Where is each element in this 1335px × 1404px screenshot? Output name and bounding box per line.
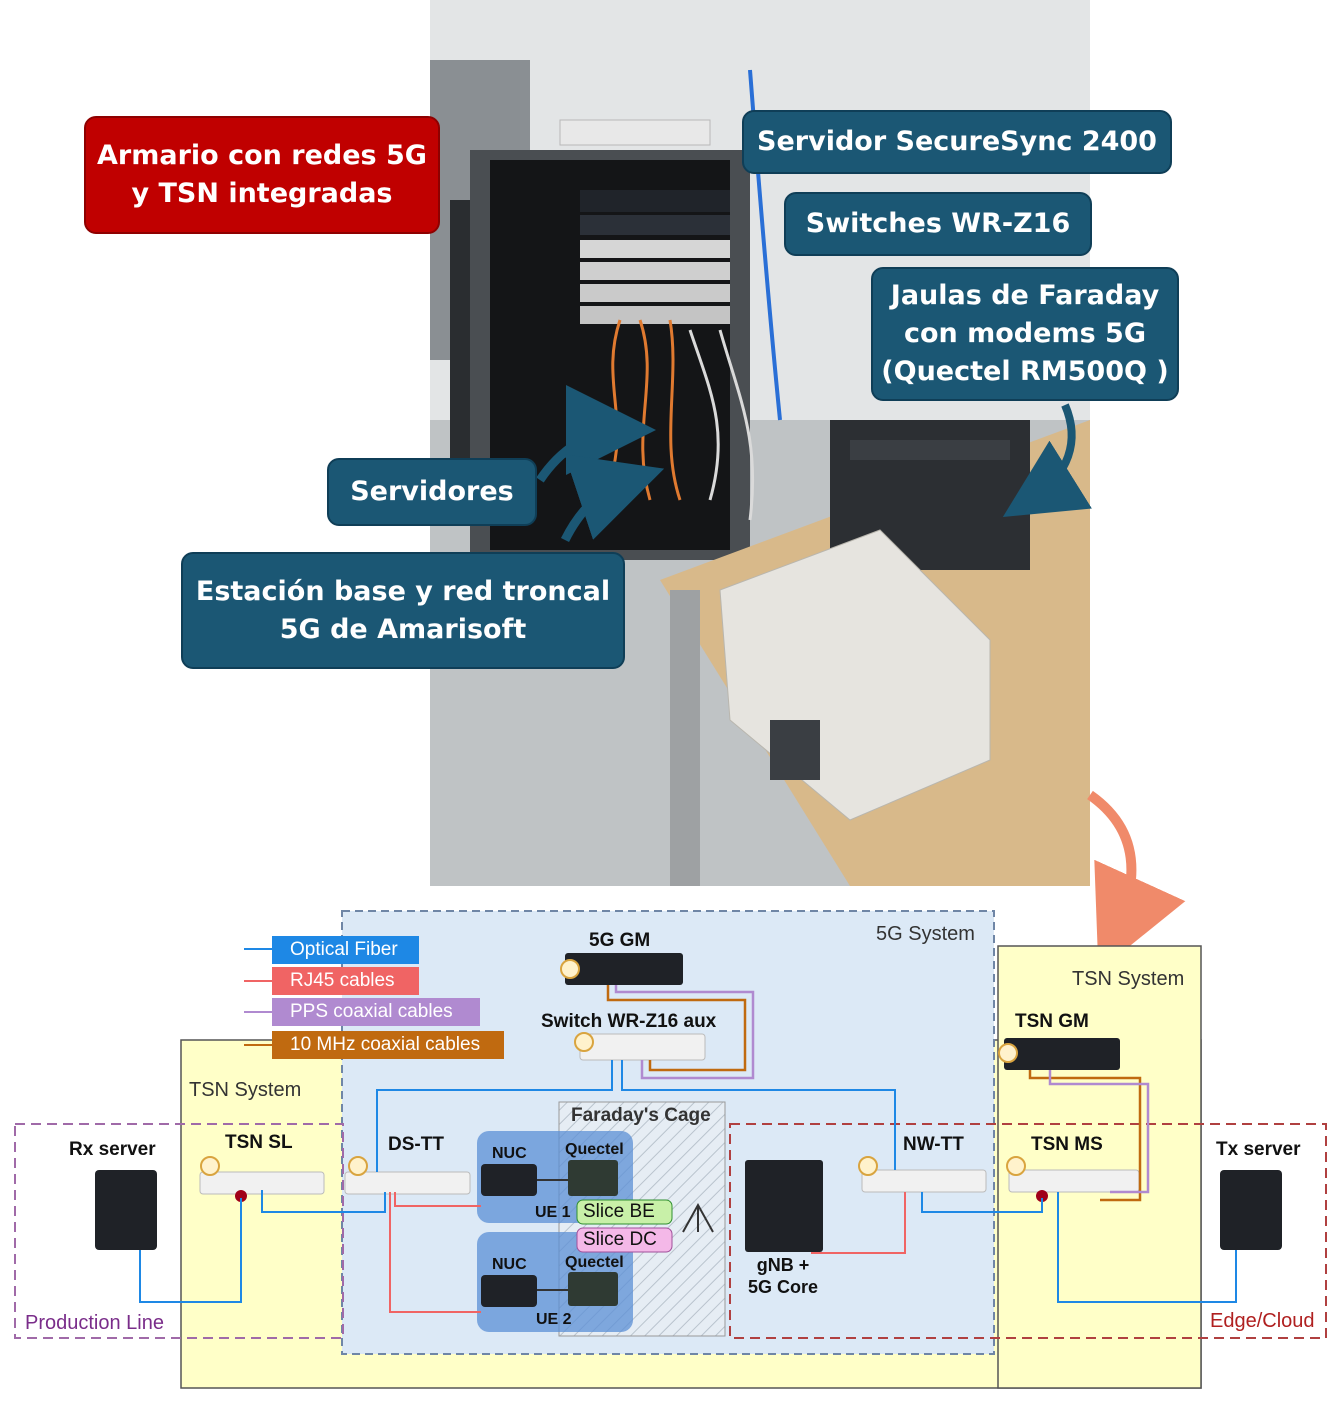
callout-securesync: Servidor SecureSync 2400	[742, 110, 1172, 174]
slice-dc-shape	[576, 1227, 673, 1253]
quectel2-module	[568, 1272, 618, 1306]
label-tsn-gm: TSN GM	[1015, 1011, 1089, 1032]
legend-pps: PPS coaxial cables	[272, 998, 480, 1026]
tsn-ms-device	[1008, 1169, 1140, 1193]
callout-jaulas: Jaulas de Faraday con modems 5G (Quectel…	[871, 267, 1179, 401]
clock-icon-tsn-gm	[998, 1043, 1018, 1063]
link-pps-tsngm	[1048, 1070, 1150, 1194]
slice-be-shape	[576, 1199, 673, 1225]
tsn-system-right-region	[997, 945, 1202, 1389]
label-production-line: Production Line	[25, 1312, 164, 1334]
label-switch-aux: Switch WR-Z16 aux	[541, 1011, 717, 1032]
link-optical-nwtt-tsnms	[921, 1192, 1043, 1213]
label-tsn-ms: TSN MS	[1031, 1134, 1103, 1155]
edge-cloud-region	[729, 1123, 1327, 1339]
link-optical-switch-dstt	[376, 1060, 613, 1172]
switch-aux-device	[579, 1033, 706, 1061]
link-pps-5ggm	[614, 985, 755, 1080]
label-nw-tt: NW-TT	[903, 1134, 964, 1155]
tsn-gm-device	[1004, 1038, 1120, 1070]
nuc1-device	[481, 1164, 537, 1196]
label-ue2: UE 2	[536, 1311, 572, 1328]
label-slice-dc: Slice DC	[583, 1229, 657, 1250]
clock-icon-ds-tt	[348, 1156, 368, 1176]
label-gnb: gNB + 5G Core	[748, 1255, 819, 1297]
clock-icon-tsn-sl	[200, 1156, 220, 1176]
link-rj45-dstt-nuc1	[394, 1192, 481, 1207]
label-ds-tt: DS-TT	[388, 1134, 444, 1155]
label-tx-server: Tx server	[1216, 1139, 1301, 1160]
antenna-icon	[682, 1202, 714, 1233]
label-faraday: Faraday's Cage	[571, 1105, 711, 1126]
ds-tt-device	[344, 1171, 471, 1195]
legend-optical-fiber: Optical Fiber	[272, 936, 419, 964]
label-edge-cloud: Edge/Cloud	[1210, 1310, 1315, 1332]
legend-rj45: RJ45 cables	[272, 967, 419, 995]
link-optical-switch-nwtt	[621, 1060, 896, 1170]
clock-icon-switch-aux	[574, 1032, 594, 1052]
callout-armario: Armario con redes 5G y TSN integradas	[84, 116, 440, 234]
label-tsn-sl: TSN SL	[225, 1132, 293, 1153]
quectel1-module	[568, 1160, 618, 1196]
link-10mhz-tsngm	[1028, 1070, 1142, 1202]
link-optical-tsnms-tx	[1057, 1192, 1237, 1303]
label-5g-system: 5G System	[876, 923, 975, 945]
tx-server-tower	[1220, 1170, 1282, 1250]
label-nuc2: NUC	[492, 1256, 527, 1273]
label-tsn-system-left: TSN System	[189, 1079, 302, 1101]
clock-icon-5g-gm	[560, 959, 580, 979]
legend-10mhz: 10 MHz coaxial cables	[272, 1031, 504, 1059]
link-rj45-gnb-nwtt	[811, 1192, 906, 1254]
link-optical-tsnsl-dstt	[261, 1190, 386, 1213]
label-quectel2: Quectel	[565, 1254, 624, 1271]
label-quectel1: Quectel	[565, 1141, 624, 1158]
callout-servidores: Servidores	[327, 458, 537, 526]
link-rj45-dstt-nuc2	[389, 1192, 481, 1313]
link-optical-rx-tsnsl	[139, 1198, 242, 1303]
link-10mhz-5ggm	[606, 985, 747, 1072]
label-nuc1: NUC	[492, 1145, 527, 1162]
label-rx-server: Rx server	[69, 1139, 156, 1160]
clock-icon-tsn-ms	[1006, 1156, 1026, 1176]
rx-server-tower	[95, 1170, 157, 1250]
label-5g-gm: 5G GM	[589, 930, 651, 951]
label-slice-be: Slice BE	[583, 1201, 655, 1222]
5g-gm-device	[565, 953, 683, 985]
nuc2-device	[481, 1275, 537, 1307]
callout-estacion: Estación base y red troncal 5G de Amaris…	[181, 552, 625, 669]
production-line-region	[14, 1123, 344, 1339]
callout-switches: Switches WR-Z16	[784, 192, 1092, 256]
gnb-server	[745, 1160, 823, 1252]
label-tsn-system-right: TSN System	[1072, 968, 1185, 990]
label-ue1: UE 1	[535, 1204, 571, 1221]
clock-icon-nw-tt	[858, 1156, 878, 1176]
nw-tt-device	[861, 1169, 987, 1193]
